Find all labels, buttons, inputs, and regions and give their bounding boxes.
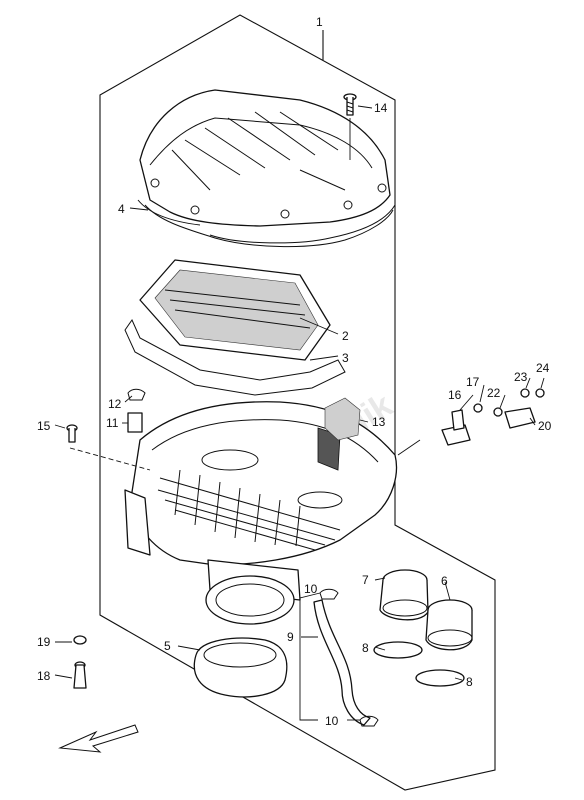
- bolt-15: [66, 424, 78, 443]
- callout-7: 7: [362, 573, 369, 587]
- callout-19: 19: [37, 635, 51, 649]
- air-filter-element: [139, 259, 331, 361]
- air-cleaner-cover: [137, 89, 396, 248]
- sensor-bracket-16: [441, 403, 483, 446]
- screw-14: [343, 93, 357, 160]
- callout-1: 1: [316, 15, 323, 29]
- callout-17: 17: [466, 375, 480, 389]
- clip-10-bottom: [359, 715, 379, 727]
- callout-2: 2: [342, 329, 349, 343]
- callout-10b: 10: [325, 714, 339, 728]
- callout-10a: 10: [304, 582, 318, 596]
- callout-11: 11: [106, 416, 119, 430]
- callout-20: 20: [538, 419, 552, 433]
- resonator-13: [324, 397, 361, 441]
- callout-3: 3: [342, 351, 349, 365]
- callout-5: 5: [164, 639, 171, 653]
- callout-12: 12: [108, 397, 122, 411]
- sensor-20: [493, 388, 545, 429]
- callout-6: 6: [441, 574, 448, 588]
- drain-hose-9: [313, 599, 371, 726]
- intake-seal-5: [193, 575, 295, 698]
- callout-14: 14: [374, 101, 388, 115]
- callout-16: 16: [448, 388, 462, 402]
- callout-23: 23: [514, 370, 528, 384]
- arrow-icon: [58, 724, 139, 753]
- drain-plug-11: [127, 388, 146, 433]
- callout-8a: 8: [362, 641, 369, 655]
- intake-funnel-7: [379, 569, 429, 621]
- clip-10-top: [319, 588, 339, 600]
- fitting-18: [73, 635, 87, 689]
- callout-24: 24: [536, 361, 550, 375]
- hose-clamps-8: [373, 641, 465, 687]
- intake-funnel-6: [425, 599, 473, 651]
- callout-22: 22: [487, 386, 501, 400]
- callout-8b: 8: [466, 675, 473, 689]
- callout-4: 4: [118, 202, 125, 216]
- callout-18: 18: [37, 669, 51, 683]
- callout-13: 13: [372, 415, 386, 429]
- callout-15: 15: [37, 419, 51, 433]
- callout-9: 9: [287, 630, 294, 644]
- element-gasket: [124, 318, 346, 396]
